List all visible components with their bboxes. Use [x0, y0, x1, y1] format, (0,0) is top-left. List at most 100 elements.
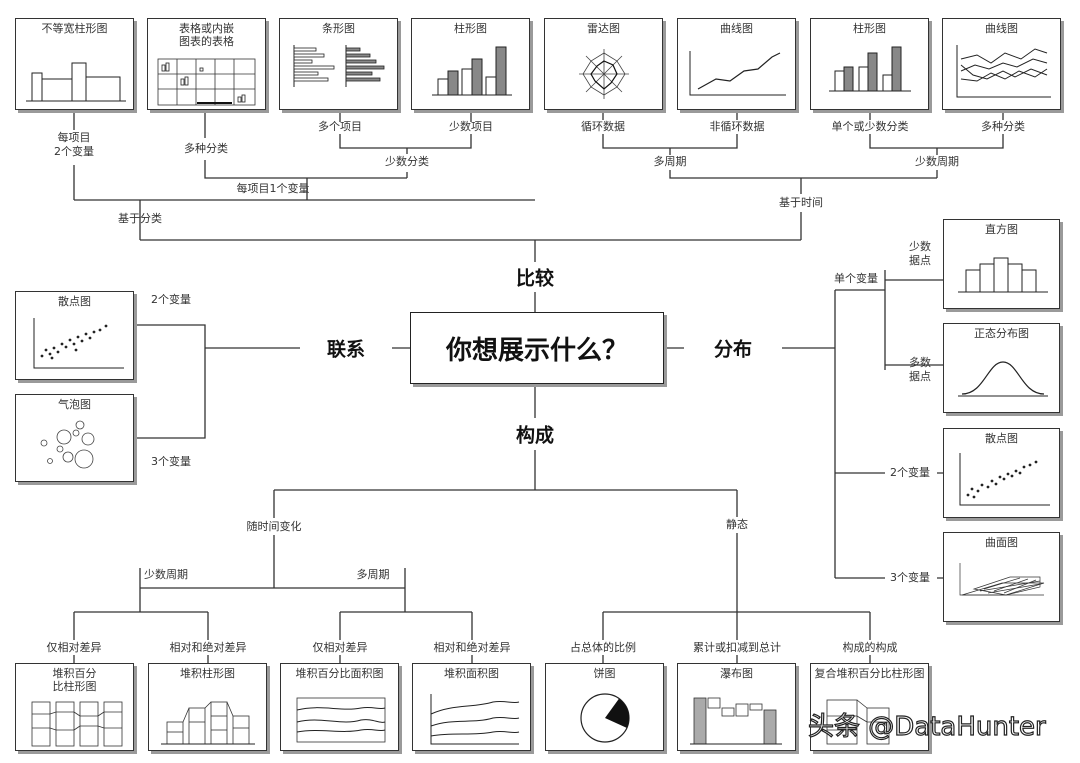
label-few-periods: 少数周期 — [915, 155, 959, 168]
card-title: 曲线图 — [985, 22, 1018, 35]
card-scatter: 散点图 — [15, 291, 134, 380]
card-title: 散点图 — [58, 295, 91, 308]
branch-distribution: 分布 — [713, 338, 753, 361]
center-question: 你想展示什么？ — [445, 335, 628, 366]
label-cyclic: 循环数据 — [581, 120, 625, 133]
label-composition-of-composition: 构成的构成 — [842, 641, 898, 654]
histogram-icon — [958, 257, 1048, 293]
card-embedded-table: 表格或内嵌 图表的表格 — [147, 18, 266, 110]
label-many-periods-bottom: 多周期 — [356, 568, 390, 581]
label-few-categories: 少数分类 — [385, 155, 429, 168]
card-title: 不等宽柱形图 — [41, 22, 108, 35]
card-line-multi: 曲线图 — [942, 18, 1061, 110]
card-title: 堆积百分 比柱形图 — [52, 667, 97, 693]
label-dist-three-var: 3个变量 — [890, 571, 930, 584]
label-per-item-two-var: 每项目 2个变量 — [54, 131, 94, 158]
card-title: 气泡图 — [58, 398, 91, 411]
stacked-area-icon — [430, 694, 520, 745]
card-title: 柱形图 — [454, 22, 487, 35]
card-title: 复合堆积百分比柱形图 — [814, 667, 925, 680]
label-share-of-total: 占总体的比例 — [570, 641, 636, 654]
card-surface: 曲面图 — [943, 532, 1060, 622]
card-title: 瀑布图 — [720, 667, 753, 680]
radar-chart-icon — [579, 49, 629, 99]
card-radar: 雷达图 — [544, 18, 663, 110]
label-static: 静态 — [726, 518, 748, 531]
scatter-plot-icon — [959, 453, 1050, 506]
card-title: 条形图 — [322, 22, 355, 35]
stacked-percent-area-icon — [296, 697, 386, 743]
card-title: 曲面图 — [985, 536, 1018, 549]
line-chart-icon — [689, 51, 786, 96]
card-title: 堆积百分比面积图 — [295, 667, 384, 680]
card-title: 直方图 — [985, 223, 1018, 236]
card-title: 曲线图 — [720, 22, 753, 35]
card-line-cyclic: 曲线图 — [677, 18, 796, 110]
card-title: 雷达图 — [587, 22, 620, 35]
embedded-table-icon — [157, 58, 256, 106]
card-title: 堆积柱形图 — [180, 667, 235, 680]
card-pie: 饼图 — [545, 663, 664, 751]
bar-chart-icon — [293, 45, 385, 87]
branch-composition: 构成 — [515, 424, 555, 447]
label-relative-abs-1: 相对和绝对差异 — [169, 641, 247, 654]
label-single-var: 单个变量 — [834, 272, 878, 285]
card-stacked-percent-column: 堆积百分 比柱形图 — [15, 663, 134, 751]
label-many-categories: 多种分类 — [184, 142, 228, 155]
variable-width-column-icon — [26, 62, 126, 102]
center-question-box: 你想展示什么？ — [410, 312, 664, 384]
card-stacked-percent-area: 堆积百分比面积图 — [280, 663, 399, 751]
normal-curve-icon — [958, 361, 1048, 397]
scatter-plot-icon — [33, 318, 124, 369]
stacked-percent-column-icon — [31, 701, 123, 747]
label-by-category: 基于分类 — [118, 212, 162, 225]
label-many-periods: 多周期 — [653, 155, 687, 168]
label-few-points: 少数 据点 — [909, 240, 931, 267]
pie-chart-icon — [580, 693, 630, 743]
label-many-items: 多个项目 — [318, 120, 362, 133]
card-bubble: 气泡图 — [15, 394, 134, 482]
label-few-periods-bottom: 少数周期 — [144, 568, 188, 581]
label-relative-diff-1: 仅相对差异 — [46, 641, 102, 654]
waterfall-chart-icon — [690, 697, 782, 745]
card-title: 表格或内嵌 图表的表格 — [179, 22, 234, 48]
label-few-items: 少数项目 — [449, 120, 493, 133]
card-column: 柱形图 — [411, 18, 530, 110]
bubble-chart-icon — [40, 420, 95, 469]
label-by-time: 基于时间 — [779, 196, 823, 209]
label-single-or-few: 单个或少数分类 — [831, 120, 909, 133]
card-title: 柱形图 — [853, 22, 886, 35]
card-title: 正态分布图 — [974, 327, 1029, 340]
label-over-time: 随时间变化 — [246, 520, 302, 533]
card-stacked-column: 堆积柱形图 — [148, 663, 267, 751]
card-bar: 条形图 — [279, 18, 398, 110]
label-three-var: 3个变量 — [151, 455, 191, 468]
watermark: 头条 @DataHunter — [807, 711, 1046, 742]
card-variable-width-column: 不等宽柱形图 — [15, 18, 134, 110]
label-relative-diff-2: 仅相对差异 — [312, 641, 368, 654]
label-many-points: 多数 据点 — [909, 356, 931, 383]
card-histogram: 直方图 — [943, 219, 1060, 309]
card-title: 散点图 — [985, 432, 1018, 445]
card-stacked-area: 堆积面积图 — [412, 663, 531, 751]
multi-line-chart-icon — [956, 45, 1051, 98]
card-normal-distribution: 正态分布图 — [943, 323, 1060, 413]
compound-stacked-column-icon — [826, 699, 890, 745]
surface-chart-icon — [959, 563, 1045, 596]
label-many-categories-time: 多种分类 — [981, 120, 1025, 133]
label-noncyclic: 非循环数据 — [709, 120, 765, 133]
card-title: 饼图 — [593, 667, 616, 680]
column-chart-icon — [829, 46, 911, 92]
label-relative-abs-2: 相对和绝对差异 — [433, 641, 511, 654]
stacked-column-icon — [161, 701, 255, 745]
branch-relation: 联系 — [326, 338, 366, 361]
card-column-time: 柱形图 — [810, 18, 929, 110]
label-two-var: 2个变量 — [151, 293, 191, 306]
branch-compare: 比较 — [515, 267, 555, 290]
card-title: 堆积面积图 — [444, 667, 499, 680]
label-per-item-one-var: 每项目1个变量 — [236, 182, 310, 195]
label-accumulate: 累计或扣减到总计 — [693, 641, 781, 654]
label-dist-two-var: 2个变量 — [890, 466, 930, 479]
card-compound-stacked-percent-column: 复合堆积百分比柱形图 — [810, 663, 929, 751]
